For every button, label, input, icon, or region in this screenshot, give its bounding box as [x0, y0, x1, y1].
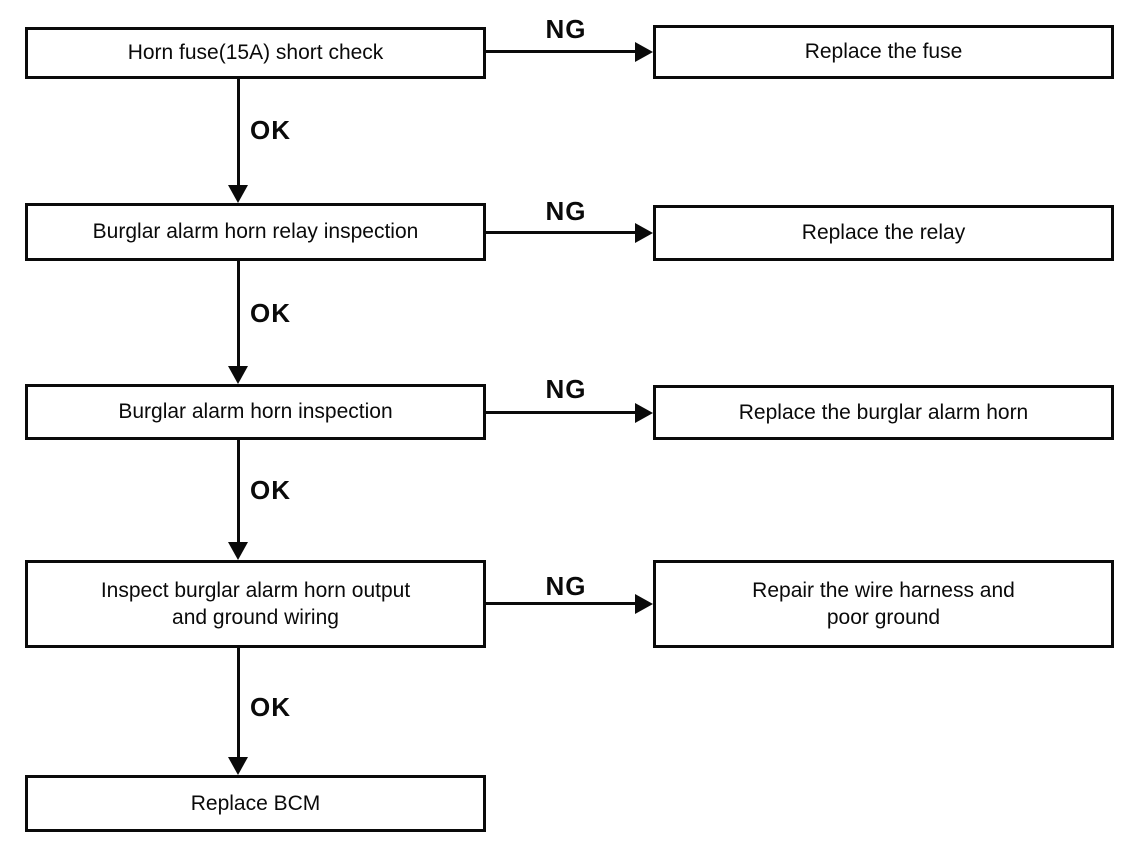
- ng-connector-3: [486, 411, 638, 414]
- ng-connector-1: [486, 50, 638, 53]
- arrowhead-down-icon: [228, 366, 248, 384]
- ok-connector-2: [237, 261, 240, 368]
- action-box-replace-burglar-alarm-horn: Replace the burglar alarm horn: [653, 385, 1114, 440]
- ok-connector-3: [237, 440, 240, 544]
- arrowhead-down-icon: [228, 185, 248, 203]
- arrowhead-right-icon: [635, 594, 653, 614]
- ng-label-1: NG: [545, 14, 587, 44]
- ng-label-4: NG: [545, 571, 587, 601]
- ng-connector-2: [486, 231, 638, 234]
- step-box-horn-inspection: Burglar alarm horn inspection: [25, 384, 486, 440]
- step-box-horn-output-ground-wiring: Inspect burglar alarm horn output and gr…: [25, 560, 486, 648]
- ok-label-1: OK: [250, 115, 291, 145]
- ok-connector-4: [237, 648, 240, 759]
- action-label: Replace the burglar alarm horn: [738, 400, 1029, 424]
- step-box-horn-fuse-check: Horn fuse(15A) short check: [25, 27, 486, 79]
- action-label: Repair the wire harness and poor ground: [752, 578, 1015, 629]
- ok-label-2: OK: [250, 298, 291, 328]
- action-box-repair-wire-harness: Repair the wire harness and poor ground: [653, 560, 1114, 648]
- step-box-horn-relay-inspection: Burglar alarm horn relay inspection: [25, 203, 486, 261]
- action-label: Replace the fuse: [804, 40, 963, 64]
- step-label: Inspect burglar alarm horn output and gr…: [100, 578, 411, 629]
- ok-connector-1: [237, 79, 240, 187]
- arrowhead-right-icon: [635, 403, 653, 423]
- ng-label-2: NG: [545, 196, 587, 226]
- action-box-replace-relay: Replace the relay: [653, 205, 1114, 261]
- step-label: Burglar alarm horn relay inspection: [92, 220, 419, 244]
- ng-label-3: NG: [545, 374, 587, 404]
- arrowhead-down-icon: [228, 757, 248, 775]
- step-box-replace-bcm: Replace BCM: [25, 775, 486, 832]
- ok-label-4: OK: [250, 692, 291, 722]
- arrowhead-right-icon: [635, 42, 653, 62]
- step-label: Burglar alarm horn inspection: [118, 400, 393, 424]
- step-label: Horn fuse(15A) short check: [127, 41, 384, 65]
- action-label: Replace the relay: [801, 221, 966, 245]
- ng-connector-4: [486, 602, 638, 605]
- ok-label-3: OK: [250, 475, 291, 505]
- arrowhead-right-icon: [635, 223, 653, 243]
- step-label: Replace BCM: [190, 791, 321, 815]
- arrowhead-down-icon: [228, 542, 248, 560]
- action-box-replace-fuse: Replace the fuse: [653, 25, 1114, 79]
